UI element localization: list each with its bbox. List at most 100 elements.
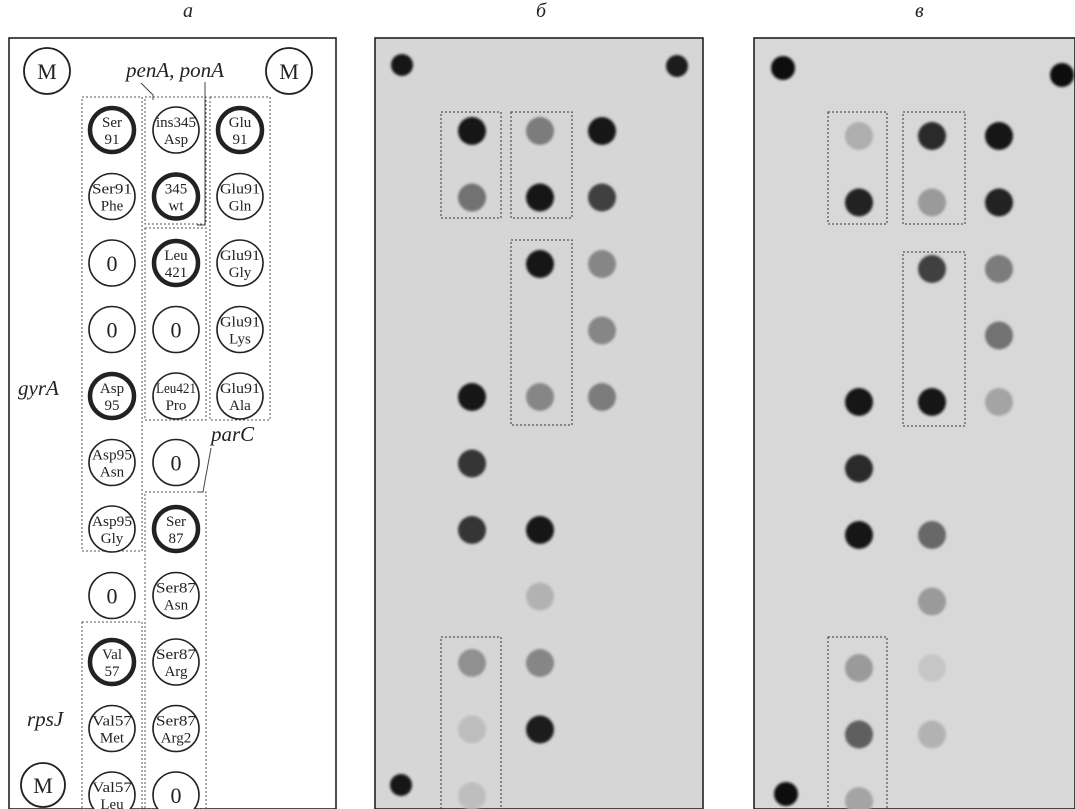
scheme-cell: Ser87Arg2 — [153, 706, 199, 752]
blot-c-membrane — [754, 38, 1075, 809]
blot-spot — [985, 255, 1013, 283]
blot-spot — [458, 383, 486, 411]
blot-spot — [526, 583, 554, 611]
scheme-cell-text: Val57 — [92, 714, 133, 730]
scheme-cell-text: ins345 — [156, 115, 196, 131]
scheme-cell: 0 — [153, 307, 199, 353]
gene-label-pena-pona: penA, ponA — [124, 58, 224, 82]
scheme-cell: Ser91 — [90, 108, 134, 152]
scheme-cell-text: 91 — [105, 132, 120, 148]
scheme-cell-text: Glu — [229, 115, 252, 131]
blot-b-marker-spot — [390, 774, 412, 796]
scheme-cell: Glu91 — [218, 108, 262, 152]
scheme-cell-text: Met — [100, 731, 125, 747]
blot-spot — [845, 388, 873, 416]
scheme-cell-text: 0 — [171, 783, 182, 808]
blot-spot — [526, 184, 554, 212]
scheme-cell: 0 — [89, 307, 135, 353]
blot-spot — [918, 521, 946, 549]
scheme-cell-text: Arg2 — [161, 731, 192, 747]
blot-spot — [458, 450, 486, 478]
scheme-cell-text: Asn — [100, 465, 125, 481]
blot-spot — [845, 654, 873, 682]
scheme-cell-text: Asn — [164, 598, 189, 614]
scheme-cell-text: Gly — [229, 265, 252, 281]
scheme-cell-text: 0 — [107, 318, 118, 343]
scheme-cell: Glu91Gln — [217, 174, 263, 220]
scheme-cell-text: Glu91 — [220, 182, 260, 198]
scheme-cell-text: Glu91 — [220, 315, 260, 331]
blot-spot — [458, 649, 486, 677]
gene-label-gyra: gyrA — [18, 376, 59, 400]
scheme-cell-text: Ser91 — [92, 182, 132, 198]
blot-spot — [918, 255, 946, 283]
scheme-cell-text: wt — [169, 199, 185, 215]
scheme-cell-text: Val57 — [92, 780, 133, 796]
blot-spot — [985, 388, 1013, 416]
blot-spot — [588, 250, 616, 278]
gene-label-parc: parC — [209, 422, 255, 446]
blot-spot — [918, 189, 946, 217]
blot-spot — [918, 122, 946, 150]
scheme-cell-text: Asp — [100, 381, 124, 397]
blot-spot — [985, 322, 1013, 350]
blot-spot — [588, 117, 616, 145]
blot-spot — [458, 516, 486, 544]
scheme-cell: 0 — [153, 440, 199, 486]
blot-spot — [845, 521, 873, 549]
scheme-cell-text: Arg — [164, 664, 188, 680]
scheme-cell-text: 0 — [171, 451, 182, 476]
blot-spot — [458, 184, 486, 212]
scheme-cell-text: Leu — [164, 248, 188, 264]
scheme-cell-text: 57 — [105, 664, 121, 680]
blot-c-marker-spot — [774, 782, 798, 806]
blot-spot — [588, 184, 616, 212]
scheme-cell: 0 — [153, 772, 199, 809]
blot-spot — [458, 716, 486, 744]
scheme-cell-text: 345 — [165, 182, 188, 198]
blot-b-membrane — [375, 38, 703, 809]
scheme-cell-text: Ser — [166, 514, 186, 530]
scheme-cell: Val57 — [90, 640, 134, 684]
scheme-cell: 0 — [89, 573, 135, 619]
blot-spot — [918, 588, 946, 616]
scheme-cell: Val57Leu — [89, 772, 135, 809]
blot-b-marker-spot — [666, 55, 688, 77]
scheme-cell-text: Pro — [166, 398, 187, 414]
scheme-cell-text: Gln — [229, 199, 252, 215]
blot-spot — [526, 716, 554, 744]
marker-m-top-left-label: M — [37, 59, 57, 84]
blot-spot — [588, 383, 616, 411]
gene-label-rpsj: rpsJ — [27, 707, 65, 731]
blot-spot — [918, 721, 946, 749]
blot-spot — [985, 189, 1013, 217]
scheme-cell-text: Val — [102, 647, 122, 663]
panel-a-frame — [9, 38, 336, 809]
scheme-cell-text: Ser87 — [156, 714, 197, 730]
scheme-cell-text: 87 — [169, 531, 185, 547]
scheme-cell-text: Asp95 — [92, 448, 132, 464]
blot-spot — [458, 117, 486, 145]
scheme-cell-text: Ser87 — [156, 647, 197, 663]
blot-spot — [845, 122, 873, 150]
scheme-cell-text: Asp — [164, 132, 188, 148]
scheme-cell-text: Ser — [102, 115, 122, 131]
scheme-cell: Asp95Gly — [89, 506, 135, 552]
scheme-cell-text: Leu — [100, 797, 124, 809]
scheme-cell-text: Lys — [229, 332, 251, 348]
scheme-cell-text: Phe — [101, 199, 124, 215]
scheme-cell-text: Ser87 — [156, 581, 197, 597]
scheme-cell-text: 0 — [107, 584, 118, 609]
blot-spot — [526, 117, 554, 145]
blot-spot — [526, 383, 554, 411]
blot-spot — [526, 250, 554, 278]
scheme-cell-text: 91 — [233, 132, 248, 148]
scheme-cell-text: 0 — [107, 251, 118, 276]
marker-m-top-right-label: M — [279, 59, 299, 84]
